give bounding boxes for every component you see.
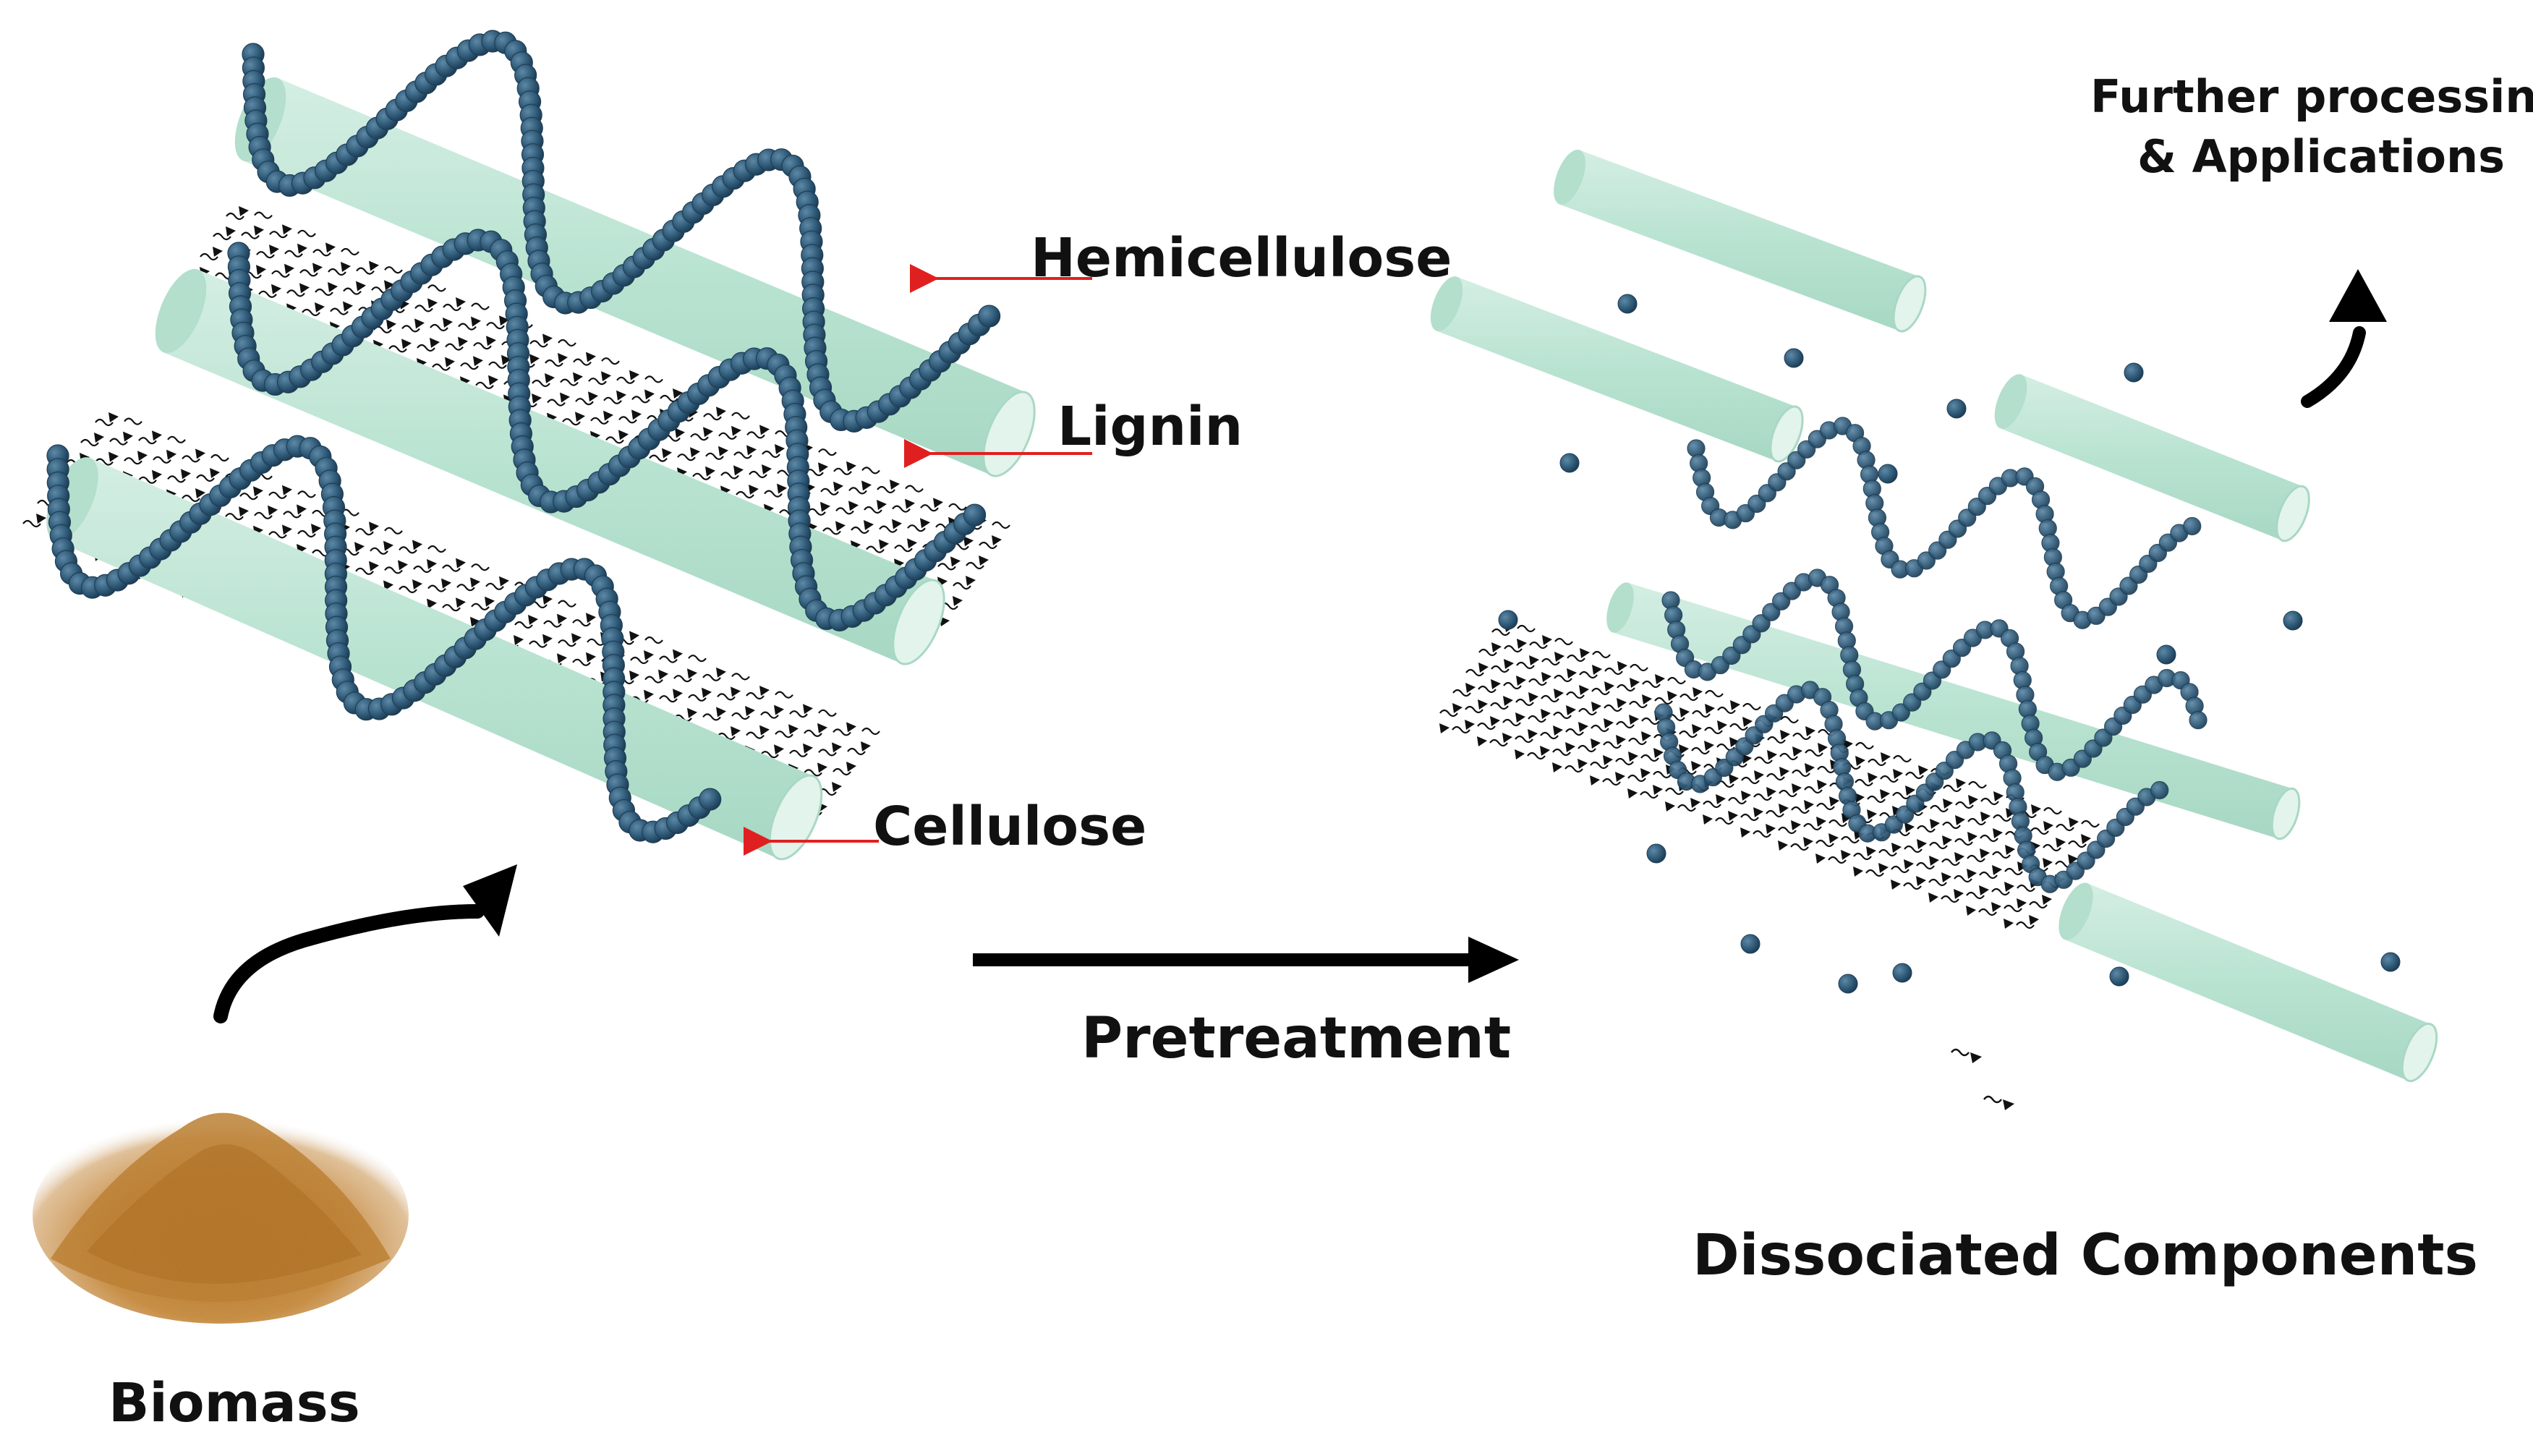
free-lignin-fragment <box>1983 1095 2014 1110</box>
free-sugar-bead <box>1646 843 1666 864</box>
free-sugar-bead <box>2283 610 2303 631</box>
hemicellulose-chain-middle <box>227 229 987 631</box>
cellulose-rod-separate <box>1994 374 2310 542</box>
free-sugar-bead <box>1838 974 1858 994</box>
cellulose-rod-residual <box>1606 582 2301 840</box>
further-processing-label-line1: Further processing <box>2090 70 2533 123</box>
pretreatment-label: Pretreatment <box>1081 1006 1511 1071</box>
hemicellulose-label: Hemicellulose <box>1031 227 1452 289</box>
further-processing-label-line2: & Applications <box>2137 130 2505 183</box>
free-sugar-bead <box>1878 464 1898 484</box>
cellulose-rod-separate <box>1430 276 1804 463</box>
free-sugar-bead <box>1617 294 1638 314</box>
label-pointers <box>744 264 1092 856</box>
free-sugar-bead <box>1559 453 1580 473</box>
free-sugar-bead <box>1892 963 1912 983</box>
biomass-pile-icon <box>33 1107 409 1324</box>
cellulose-rod-separate <box>1554 149 1927 333</box>
biomass-label: Biomass <box>108 1372 360 1434</box>
free-sugar-bead <box>2109 966 2129 987</box>
free-sugar-bead <box>2380 952 2401 972</box>
curved-arrow-icon <box>213 864 517 1023</box>
free-lignin-fragment <box>1951 1048 1982 1063</box>
hemicellulose-chain-bottom <box>46 435 722 843</box>
free-sugar-bead <box>1498 610 1518 630</box>
cellulose-rod-separate <box>2059 882 2438 1083</box>
hemicellulose-chain-top <box>242 30 1001 433</box>
free-sugar-bead <box>1784 348 1804 368</box>
free-sugar-bead <box>1740 934 1761 954</box>
free-sugar-bead <box>2156 644 2176 665</box>
lignin-label: Lignin <box>1057 396 1243 458</box>
hemicellulose-chain-residual <box>1654 681 2169 893</box>
dissociated-structure <box>1430 149 2438 1110</box>
further-processing-arrow-icon <box>2301 269 2387 408</box>
free-sugar-bead <box>2124 362 2144 383</box>
cellulose-label: Cellulose <box>873 796 1146 858</box>
cellulose-rod-middle <box>155 268 945 665</box>
hemicellulose-chain-residual <box>1661 569 2208 781</box>
hemicellulose-chain-residual <box>1687 417 2202 629</box>
free-sugar-bead <box>1946 399 1967 419</box>
arrow-right-icon <box>973 937 1519 983</box>
lignocellulose-structure <box>22 30 1036 862</box>
dissociated-components-label: Dissociated Components <box>1693 1223 2478 1288</box>
